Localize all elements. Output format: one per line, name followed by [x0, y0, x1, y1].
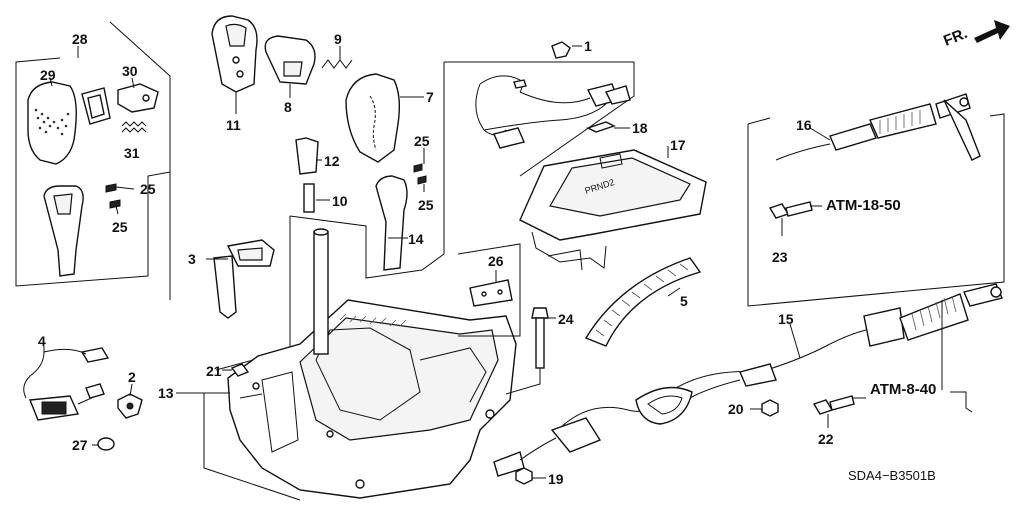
- group-28-frame: [15, 21, 171, 300]
- part-16-shift-cable: [775, 93, 981, 161]
- callout-25-c: 25: [414, 133, 430, 149]
- front-label: FR.: [941, 25, 970, 50]
- callout-1: 1: [584, 38, 592, 54]
- callout-21: 21: [206, 363, 222, 379]
- part-31-spring: [121, 121, 147, 133]
- part-29-knob-cap: [27, 81, 77, 165]
- callout-31: 31: [124, 145, 140, 161]
- part-17-indicator-panel: PRND2: [519, 149, 707, 271]
- callout-25-a: 25: [140, 181, 156, 197]
- callout-29: 29: [40, 67, 56, 83]
- callout-19: 19: [548, 471, 564, 487]
- callout-23: 23: [772, 249, 788, 265]
- part-23-bolt: [768, 201, 813, 219]
- part-19-nut: [515, 467, 533, 485]
- part-15-shift-cable: [493, 283, 1003, 477]
- shift-lever: [313, 228, 329, 355]
- callout-14: 14: [408, 231, 424, 247]
- part-21-clip: [230, 363, 250, 377]
- callout-30: 30: [122, 63, 138, 79]
- part-30-button: [117, 83, 159, 113]
- callout-25-b: 25: [112, 219, 128, 235]
- front-arrow-icon: [974, 20, 1010, 43]
- part-8-shift-button: [264, 35, 316, 85]
- callout-13: 13: [158, 385, 174, 401]
- part-4-switch-harness: [23, 347, 110, 421]
- part-24-bolt: [531, 307, 549, 369]
- callout-18: 18: [632, 120, 648, 136]
- callout-7: 7: [426, 89, 434, 105]
- part-7-leather-knob: [345, 73, 401, 163]
- callout-10: 10: [332, 193, 348, 209]
- diagram-code: SDA4−B3501B: [848, 468, 936, 483]
- callout-20: 20: [728, 401, 744, 417]
- screw-25-right: [413, 163, 427, 185]
- front-direction-indicator: FR.: [941, 20, 1010, 50]
- screw-25-left: [105, 183, 135, 215]
- callout-17: 17: [670, 137, 686, 153]
- part-1-clip: [551, 41, 571, 59]
- part-14-knob-shaft: [375, 175, 408, 271]
- part-9-spring: [321, 59, 353, 69]
- part-12-pin: [295, 137, 319, 175]
- indicator-harness: [475, 75, 631, 149]
- callout-3: 3: [188, 251, 196, 267]
- part-30-button-bezel: [81, 87, 111, 125]
- part-10-rod: [303, 183, 315, 213]
- callout-11: 11: [226, 117, 241, 133]
- callout-4: 4: [38, 333, 46, 349]
- callout-2: 2: [128, 369, 136, 385]
- callouts: 28 29 30 31 25 25 11 8 9 7 12 10 25 25 1…: [38, 31, 936, 487]
- part-27-grommet: [97, 437, 115, 451]
- callout-25-d: 25: [418, 197, 434, 213]
- part-28-knob-shaft: [43, 185, 84, 277]
- part-20-nut: [761, 399, 779, 417]
- part-26-plate: [469, 279, 513, 307]
- callout-15: 15: [778, 311, 794, 327]
- callout-8: 8: [284, 99, 292, 115]
- part-2-bolt: [117, 393, 143, 419]
- callout-16: 16: [796, 117, 812, 133]
- callout-28: 28: [72, 31, 88, 47]
- callout-9: 9: [334, 31, 342, 47]
- callout-5: 5: [680, 293, 688, 309]
- reference-atm-18-50: ATM-18-50: [826, 197, 901, 214]
- callout-22: 22: [818, 431, 834, 447]
- callout-27: 27: [72, 437, 88, 453]
- callout-12: 12: [324, 153, 340, 169]
- part-11-knob-body: [211, 15, 258, 93]
- part-3-bracket: [213, 239, 275, 319]
- callout-24: 24: [558, 311, 574, 327]
- reference-atm-8-40: ATM-8-40: [870, 381, 936, 398]
- part-5-slide-cover: [584, 257, 702, 347]
- part-18-clip: [586, 121, 616, 133]
- callout-26: 26: [488, 253, 504, 269]
- part-22-bolt: [812, 395, 855, 415]
- part-13-shift-base: [227, 299, 517, 499]
